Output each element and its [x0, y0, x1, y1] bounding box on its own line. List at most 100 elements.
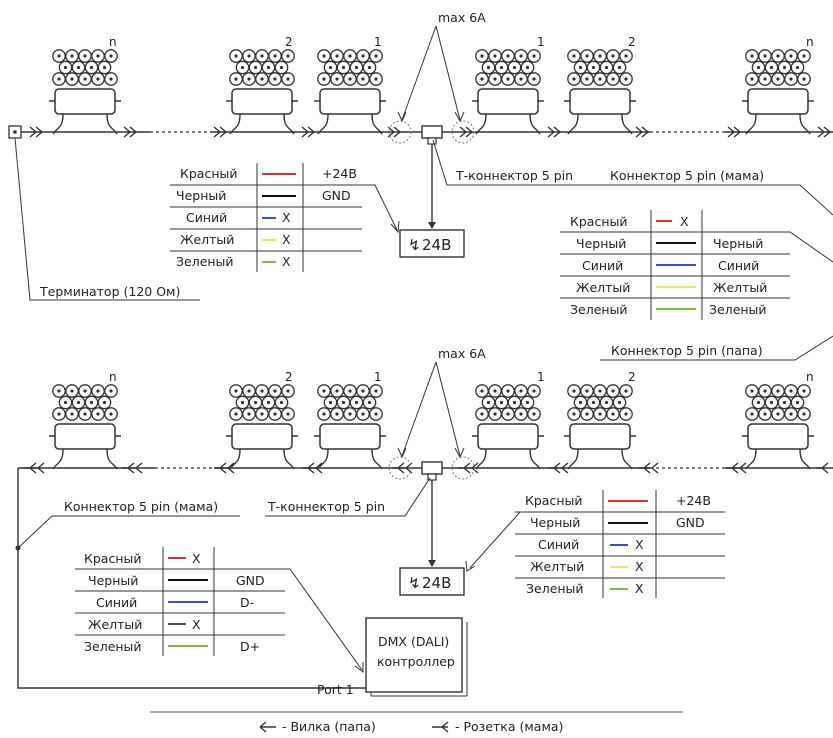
bottom-num-1-left: 1: [374, 370, 382, 384]
ctrl-row-yellow-value: X: [192, 617, 201, 632]
bottom-psu-row-red-value: +24В: [676, 493, 711, 508]
top-psu-row-blue-name: Синий: [186, 210, 227, 225]
top-conn-row-blue-name: Синий: [582, 258, 623, 273]
ctrl-row-blue-value: D-: [240, 595, 254, 610]
bottom-t-connector-icon: [421, 461, 443, 475]
top-section: n 2 1 1 2 n Терминатор (120 Ом) max 6A: [8, 10, 833, 361]
top-fixture-2-left: [225, 49, 299, 135]
top-dashed-circle-right: [451, 120, 475, 144]
top-num-n-left: n: [109, 35, 117, 49]
top-dashed-circle-left: [388, 120, 412, 144]
top-conn-row-yellow-name: Желтый: [576, 280, 630, 295]
top-fixture-1-right: [471, 49, 545, 135]
bottom-fixture-2-right: [563, 384, 637, 470]
controller-line2: контроллер: [377, 654, 455, 669]
top-fixture-n-left: [48, 49, 122, 135]
top-psu-box: [399, 229, 465, 258]
top-psu-row-red-name: Красный: [180, 166, 238, 181]
bottom-ctrl-table: Красный X Черный GND Синий D- Желтый X З…: [75, 547, 285, 656]
top-num-2-left: 2: [285, 35, 293, 49]
bottom-psu-row-yellow-name: Желтый: [530, 559, 584, 574]
bottom-left-cable: [17, 468, 366, 689]
terminator-leader: [14, 137, 200, 301]
bottom-fixture-2-left: [225, 384, 299, 470]
top-conn-row-red-name: Красный: [570, 214, 628, 229]
top-psu-row-yellow-value: X: [282, 232, 291, 247]
bottom-fixture-1-left: [313, 384, 387, 470]
terminator-label: Терминатор (120 Ом): [39, 284, 180, 299]
top-t-connector-icon: [421, 125, 443, 139]
legend-socket-icon: [432, 721, 449, 733]
bottom-t-connector-label: Т-коннектор 5 pin: [267, 499, 385, 514]
bottom-fixture-n-left: [48, 384, 122, 470]
top-psu-row-red-value: +24В: [322, 166, 357, 181]
ctrl-row-green-value: D+: [240, 639, 260, 654]
bottom-connector-female-label: Коннектор 5 pin (мама): [64, 499, 218, 514]
top-psu-row-green-value: X: [282, 254, 291, 269]
bottom-psu-bolt-icon: ↯: [408, 574, 421, 592]
bottom-psu-label: 24В: [422, 574, 451, 592]
bottom-num-2-left: 2: [285, 370, 293, 384]
top-connector-female-label: Коннектор 5 pin (мама): [610, 168, 764, 183]
top-conn-row-black-value: Черный: [713, 236, 763, 251]
top-num-1-right: 1: [537, 35, 545, 49]
bottom-psu-row-red-name: Красный: [525, 493, 583, 508]
ctrl-row-black-value: GND: [236, 573, 265, 588]
top-conn-table: Красный X Черный Черный Синий Синий Желт…: [560, 210, 790, 320]
top-psu-table: Красный +24В Черный GND Синий X Желтый X…: [170, 163, 362, 272]
ctrl-row-red-name: Красный: [84, 551, 142, 566]
controller-line1: DMX (DALI): [378, 634, 449, 649]
top-conn-row-red-value: X: [680, 214, 689, 229]
top-conn-row-blue-value: Синий: [718, 258, 759, 273]
bottom-psu-row-yellow-value: X: [635, 559, 644, 574]
top-num-2-right: 2: [628, 35, 636, 49]
bottom-fixture-n-right: [741, 384, 815, 470]
top-conn-row-green-value: Зеленый: [709, 302, 767, 317]
top-t-connector-label: Т-коннектор 5 pin: [455, 168, 573, 183]
legend: - Вилка (папа) - Розетка (мама): [150, 711, 683, 734]
bottom-fixture-1-right: [471, 384, 545, 470]
bottom-psu-row-black-value: GND: [676, 515, 705, 530]
bottom-num-2-right: 2: [628, 370, 636, 384]
legend-socket-label: - Розетка (мама): [455, 719, 563, 734]
top-psu-row-blue-value: X: [282, 210, 291, 225]
bottom-psu-table: Красный +24В Черный GND Синий X Желтый X…: [515, 490, 725, 598]
port-label: Port 1: [317, 682, 354, 697]
bottom-num-1-right: 1: [537, 370, 545, 384]
bottom-psu-row-green-value: X: [635, 581, 644, 596]
top-fixture-2-right: [563, 49, 637, 135]
bottom-psu-row-black-name: Черный: [530, 515, 580, 530]
bottom-num-n-right: n: [806, 370, 814, 384]
bottom-dashed-circle-right: [451, 456, 475, 480]
top-psu-label: 24В: [422, 236, 451, 254]
legend-plug-label: - Вилка (папа): [282, 719, 376, 734]
top-num-1-left: 1: [374, 35, 382, 49]
top-num-n-right: n: [806, 35, 814, 49]
top-psu-row-black-value: GND: [322, 188, 351, 203]
ctrl-row-green-name: Зеленый: [84, 639, 142, 654]
bottom-dashed-circle-left: [388, 456, 412, 480]
top-fixture-n-right: [741, 49, 815, 135]
top-psu-bolt-icon: ↯: [408, 236, 421, 254]
bottom-psu-box: [399, 567, 465, 596]
ctrl-row-red-value: X: [192, 551, 201, 566]
ctrl-table-leader: [214, 568, 363, 671]
top-connector-male-label: Коннектор 5 pin (папа): [611, 343, 763, 358]
top-conn-row-green-name: Зеленый: [570, 302, 628, 317]
legend-plug-icon: [259, 721, 276, 733]
top-conn-row-black-name: Черный: [576, 236, 626, 251]
bottom-psu-row-blue-value: X: [635, 537, 644, 552]
top-psu-row-black-name: Черный: [176, 188, 226, 203]
ctrl-row-black-name: Черный: [88, 573, 138, 588]
top-psu-row-green-name: Зеленый: [176, 254, 234, 269]
ctrl-row-blue-name: Синий: [96, 595, 137, 610]
top-max-label: max 6A: [438, 10, 486, 25]
top-conn-row-yellow-value: Желтый: [713, 280, 767, 295]
bottom-psu-row-blue-name: Синий: [538, 537, 579, 552]
controller-box: [365, 617, 463, 693]
top-fixture-1-left: [313, 49, 387, 135]
bottom-section: n 2 1 1 2 n Коннектор 5 pin (мама) max 6…: [15, 346, 833, 697]
bottom-psu-row-green-name: Зеленый: [526, 581, 584, 596]
top-psu-table-leader: [303, 184, 398, 231]
